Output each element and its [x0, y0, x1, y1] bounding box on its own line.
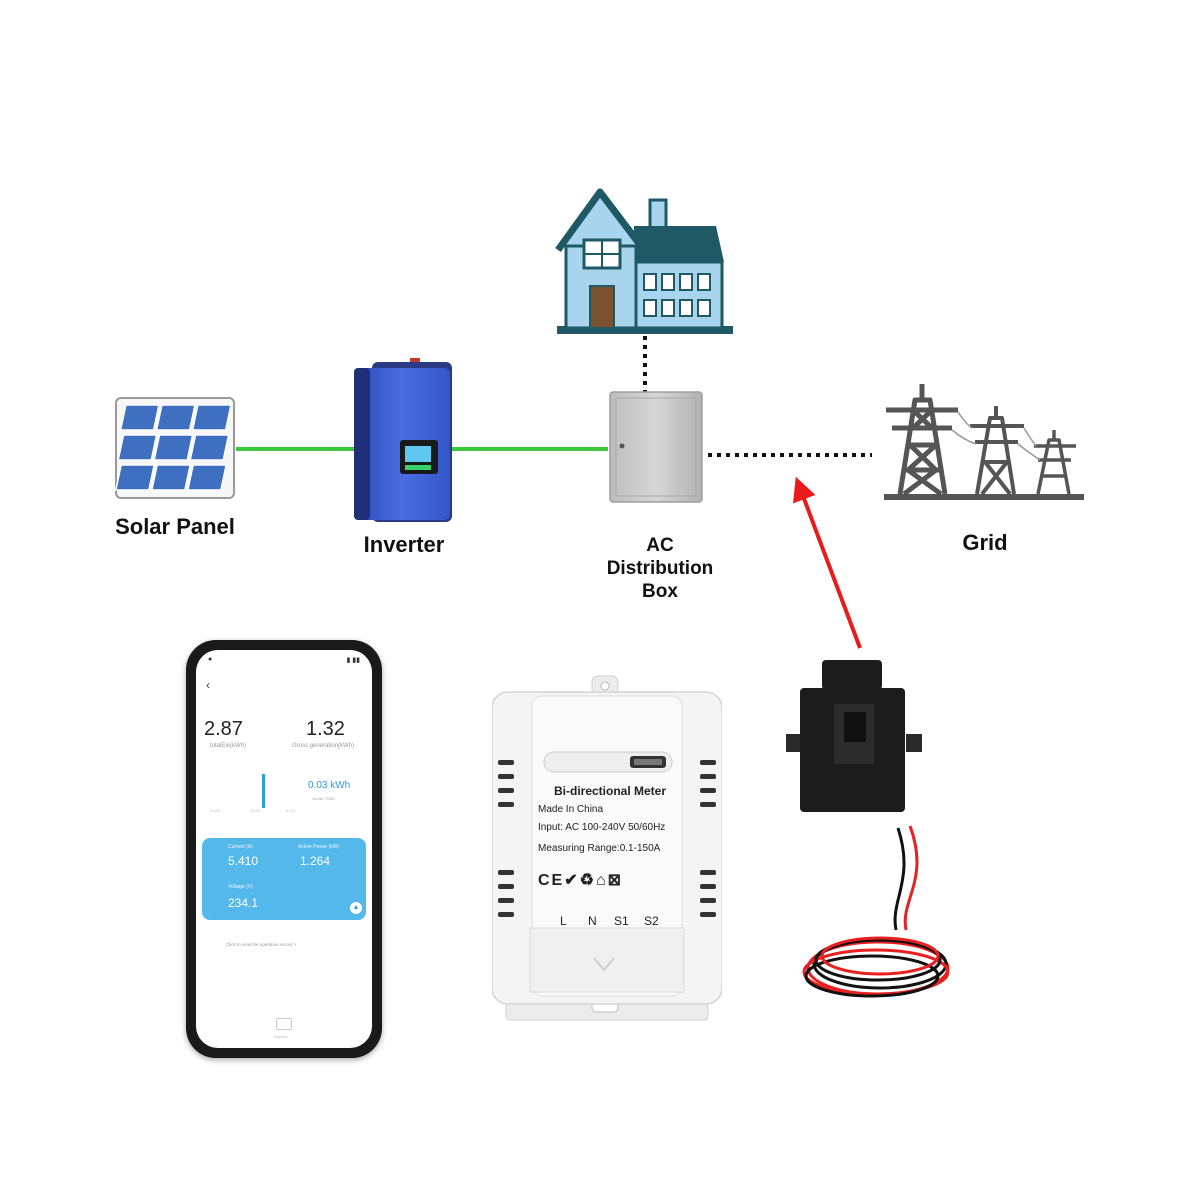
current-value: 5.410: [228, 854, 259, 868]
ac-box-label-line1: AC: [646, 535, 674, 556]
current-label: Current (A): [228, 844, 253, 850]
solar-panel-label: Solar Panel: [115, 514, 235, 539]
certification-icons: CE✔♻⌂⊠: [538, 872, 624, 889]
generation-label: Gross generation(kWh): [292, 743, 355, 749]
ac-distribution-box-icon: [609, 391, 703, 503]
explore-label[interactable]: Explore: [274, 1034, 288, 1039]
power-value: 1.264: [300, 854, 331, 868]
terminal-label-s2: S2: [644, 914, 659, 928]
grid-label: Grid: [962, 530, 1008, 555]
phone-screen: ● ▮ ▮▮ ‹ 2.87 totalEle(kWh) 1.32 Gross g…: [196, 650, 372, 1048]
meter-range: Measuring Range:0.1-150A: [538, 843, 661, 854]
total-value: 2.87: [204, 718, 243, 740]
status-bar-time: ●: [208, 656, 213, 663]
ac-box-label-line2: Distribution: [606, 558, 714, 579]
reading-sub: 1m-90 / 5:00: [312, 796, 335, 801]
ac-box-label-line3: Box: [642, 581, 678, 602]
explore-icon[interactable]: [276, 1018, 292, 1030]
measurement-arrow: [792, 476, 862, 649]
solar-panel-icon: [114, 397, 235, 499]
inverter-label: Inverter: [363, 532, 445, 557]
current-clamp-icon: [786, 660, 950, 998]
meter-title: Bi-directional Meter: [554, 784, 667, 798]
bidirectional-meter: Bi-directional Meter Made In China Input…: [491, 672, 723, 1024]
back-icon[interactable]: ‹: [206, 678, 210, 692]
record-link[interactable]: Click to view the operation record >: [226, 942, 297, 947]
card-action-icon[interactable]: ▲: [350, 902, 362, 914]
terminal-label-l: L: [560, 914, 567, 928]
power-label: Active Power (kW): [298, 844, 340, 850]
generation-value: 1.32: [306, 718, 345, 740]
grid-towers-icon: [884, 384, 1084, 500]
house-icon: [555, 188, 733, 334]
voltage-value: 234.1: [228, 896, 259, 910]
ac-box-label: AC Distribution Box: [590, 534, 730, 603]
total-label: totalEle(kWh): [210, 743, 247, 749]
terminal-label-n: N: [588, 914, 597, 928]
voltage-label: Voltage (V): [228, 884, 253, 890]
inverter-icon: [354, 358, 452, 522]
axis-label-3: 0~10: [286, 808, 296, 813]
axis-label-1: 01:00: [210, 808, 221, 813]
readings-card[interactable]: Current (A) 5.410 Active Power (kW) 1.26…: [202, 838, 366, 920]
meter-input: Input: AC 100-240V 50/60Hz: [538, 822, 666, 833]
reading-value: 0.03 kWh: [308, 780, 351, 791]
meter-body: [491, 675, 723, 1021]
chart-bar: [262, 774, 265, 808]
status-bar-icons: ▮ ▮▮: [346, 657, 360, 664]
meter-made-in: Made In China: [538, 804, 604, 815]
terminal-label-s1: S1: [614, 914, 629, 928]
smartphone: ● ▮ ▮▮ ‹ 2.87 totalEle(kWh) 1.32 Gross g…: [186, 640, 382, 1058]
axis-label-2: 13:00: [250, 808, 261, 813]
